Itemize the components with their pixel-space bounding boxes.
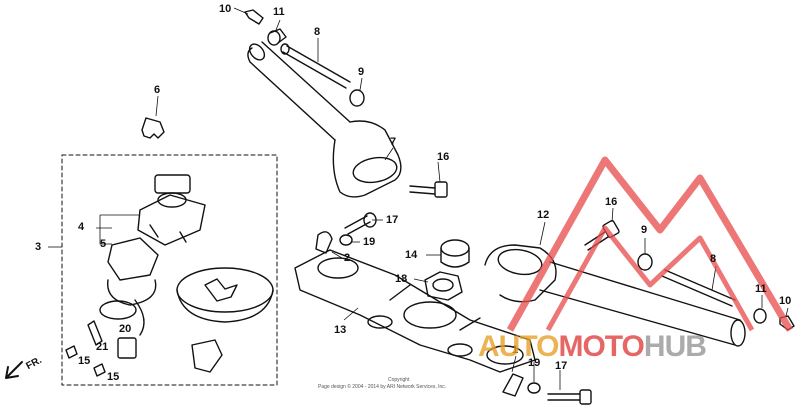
part-18-nut [424, 271, 463, 301]
callout-11-top: 11 [273, 6, 285, 18]
callout-12: 12 [537, 209, 550, 221]
part-15-screw-a [65, 345, 78, 359]
part-4-ignition-switch [137, 174, 206, 246]
part-8-rod [282, 45, 351, 89]
part-1-clip [502, 373, 524, 397]
callout-16-upper: 16 [437, 151, 450, 163]
part-14-cap [440, 239, 470, 268]
watermark-hub: HUB [643, 330, 707, 363]
callout-15-b: 15 [107, 371, 120, 383]
callout-8-top: 8 [314, 26, 321, 38]
callout-15-a: 15 [78, 355, 91, 367]
callout-1: 1 [512, 344, 519, 356]
callout-17-bottom: 17 [555, 360, 568, 372]
part-19-washer-left [339, 234, 353, 246]
callout-10-right: 10 [779, 295, 792, 307]
part-8-rod-right [661, 269, 736, 307]
part-11-plug-right [753, 308, 767, 324]
part-cover-cap [176, 267, 274, 323]
callout-17-left: 17 [386, 214, 399, 226]
front-arrow [5, 361, 23, 379]
callout-6: 6 [154, 84, 161, 96]
callout-8-right: 8 [710, 253, 717, 265]
callout-7: 7 [390, 136, 397, 148]
part-19-washer-bottom [527, 382, 541, 394]
callout-16-right: 16 [605, 196, 618, 208]
callout-18: 18 [395, 273, 408, 285]
callout-10-top: 10 [219, 3, 232, 15]
part-clip-ring [99, 300, 137, 320]
part-2-clip [315, 231, 333, 254]
watermark-moto: MOTO [558, 330, 644, 363]
copyright-text: Page design © 2004 - 2014 by ARI Network… [318, 384, 447, 390]
part-17-bolt-left [344, 215, 371, 235]
callout-14: 14 [405, 249, 418, 261]
part-13-top-bridge [294, 249, 536, 373]
callout-2: 2 [344, 252, 351, 264]
part-17-bolt-bottom [547, 389, 592, 405]
part-small-bracket [191, 339, 223, 373]
part-20-connector [117, 337, 137, 359]
part-5-switch-body [106, 237, 159, 336]
part-6-key [141, 117, 165, 139]
callout-20: 20 [119, 323, 132, 335]
part-15-screw-b [93, 363, 106, 377]
part-16-bolt-upper [409, 181, 448, 198]
part-7-left-handlebar [247, 41, 402, 198]
callout-5: 5 [100, 238, 107, 250]
callout-9-right: 9 [641, 224, 648, 236]
part-9-collar [349, 89, 365, 107]
callout-19-left: 19 [363, 236, 376, 248]
callout-3: 3 [35, 241, 42, 253]
callout-11-right: 11 [755, 283, 767, 295]
watermark-text: AUTOMOTOHUB [478, 330, 707, 364]
part-10-clip [244, 9, 264, 25]
part-21-bolt [87, 320, 103, 346]
ignition-group-box [61, 154, 278, 386]
callout-19-bottom: 19 [528, 357, 541, 369]
watermark-auto: AUTO [478, 330, 559, 363]
callout-4: 4 [78, 221, 85, 233]
callout-13: 13 [334, 324, 347, 336]
callout-9-top: 9 [358, 66, 365, 78]
part-11-plug [267, 28, 287, 46]
watermark-logo [506, 156, 794, 332]
part-9-collar-right [637, 253, 653, 271]
copyright-title: Copyright [388, 377, 410, 383]
callout-21: 21 [96, 341, 109, 353]
